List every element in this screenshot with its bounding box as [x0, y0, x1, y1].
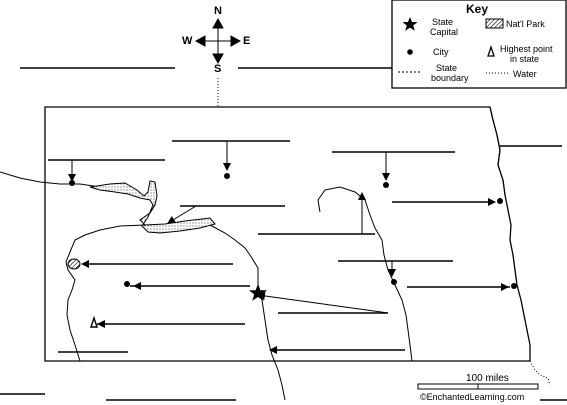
key-label-highest-2: in state: [510, 54, 540, 64]
key-label-boundary-2: boundary: [431, 73, 469, 83]
city-dot: [224, 173, 230, 179]
state-boundary-outside: [529, 360, 551, 386]
key-label-capital-1: State: [432, 17, 454, 27]
compass-rose-icon: [194, 17, 242, 65]
key-label-park: Nat'l Park: [506, 19, 545, 29]
key-star-icon: [402, 17, 418, 31]
city-dot: [511, 283, 517, 289]
compass-west-label: W: [182, 35, 193, 47]
city-dot: [391, 279, 397, 285]
lake-sakakawea: [89, 180, 216, 234]
river-james: [317, 186, 413, 362]
city-dots: [69, 173, 517, 289]
key-label-city: City: [433, 47, 449, 57]
river-missouri-south: [209, 224, 286, 401]
compass-south-label: S: [214, 63, 222, 75]
highest-point-icon: [90, 315, 98, 328]
key-label-water: Water: [513, 69, 537, 79]
scale-label: 100 miles: [466, 373, 509, 384]
key-box: [391, 0, 567, 89]
river-little-missouri: [65, 224, 146, 362]
river-red: [489, 106, 506, 196]
state-capital-star-icon: [249, 284, 267, 301]
key-title: Key: [466, 2, 489, 16]
city-dot: [497, 198, 503, 204]
compass-east-label: E: [243, 35, 251, 47]
city-dot: [383, 182, 389, 188]
key-label-boundary-1: State: [436, 63, 458, 73]
key-label-capital-2: Capital: [430, 27, 459, 37]
compass-north-label: N: [214, 5, 222, 17]
key-hatched-box-icon: [485, 18, 504, 29]
city-dot: [124, 281, 130, 287]
pointer-arrows: [68, 141, 509, 354]
credit-text: ©EnchantedLearning.com: [420, 392, 525, 402]
river-missouri-west: [0, 171, 119, 188]
key-dot-icon: [407, 49, 413, 55]
city-dot: [69, 180, 75, 186]
national-park-icon: [67, 258, 81, 270]
key-label-highest-1: Highest point: [500, 44, 553, 54]
key-triangle-icon: [487, 44, 495, 57]
